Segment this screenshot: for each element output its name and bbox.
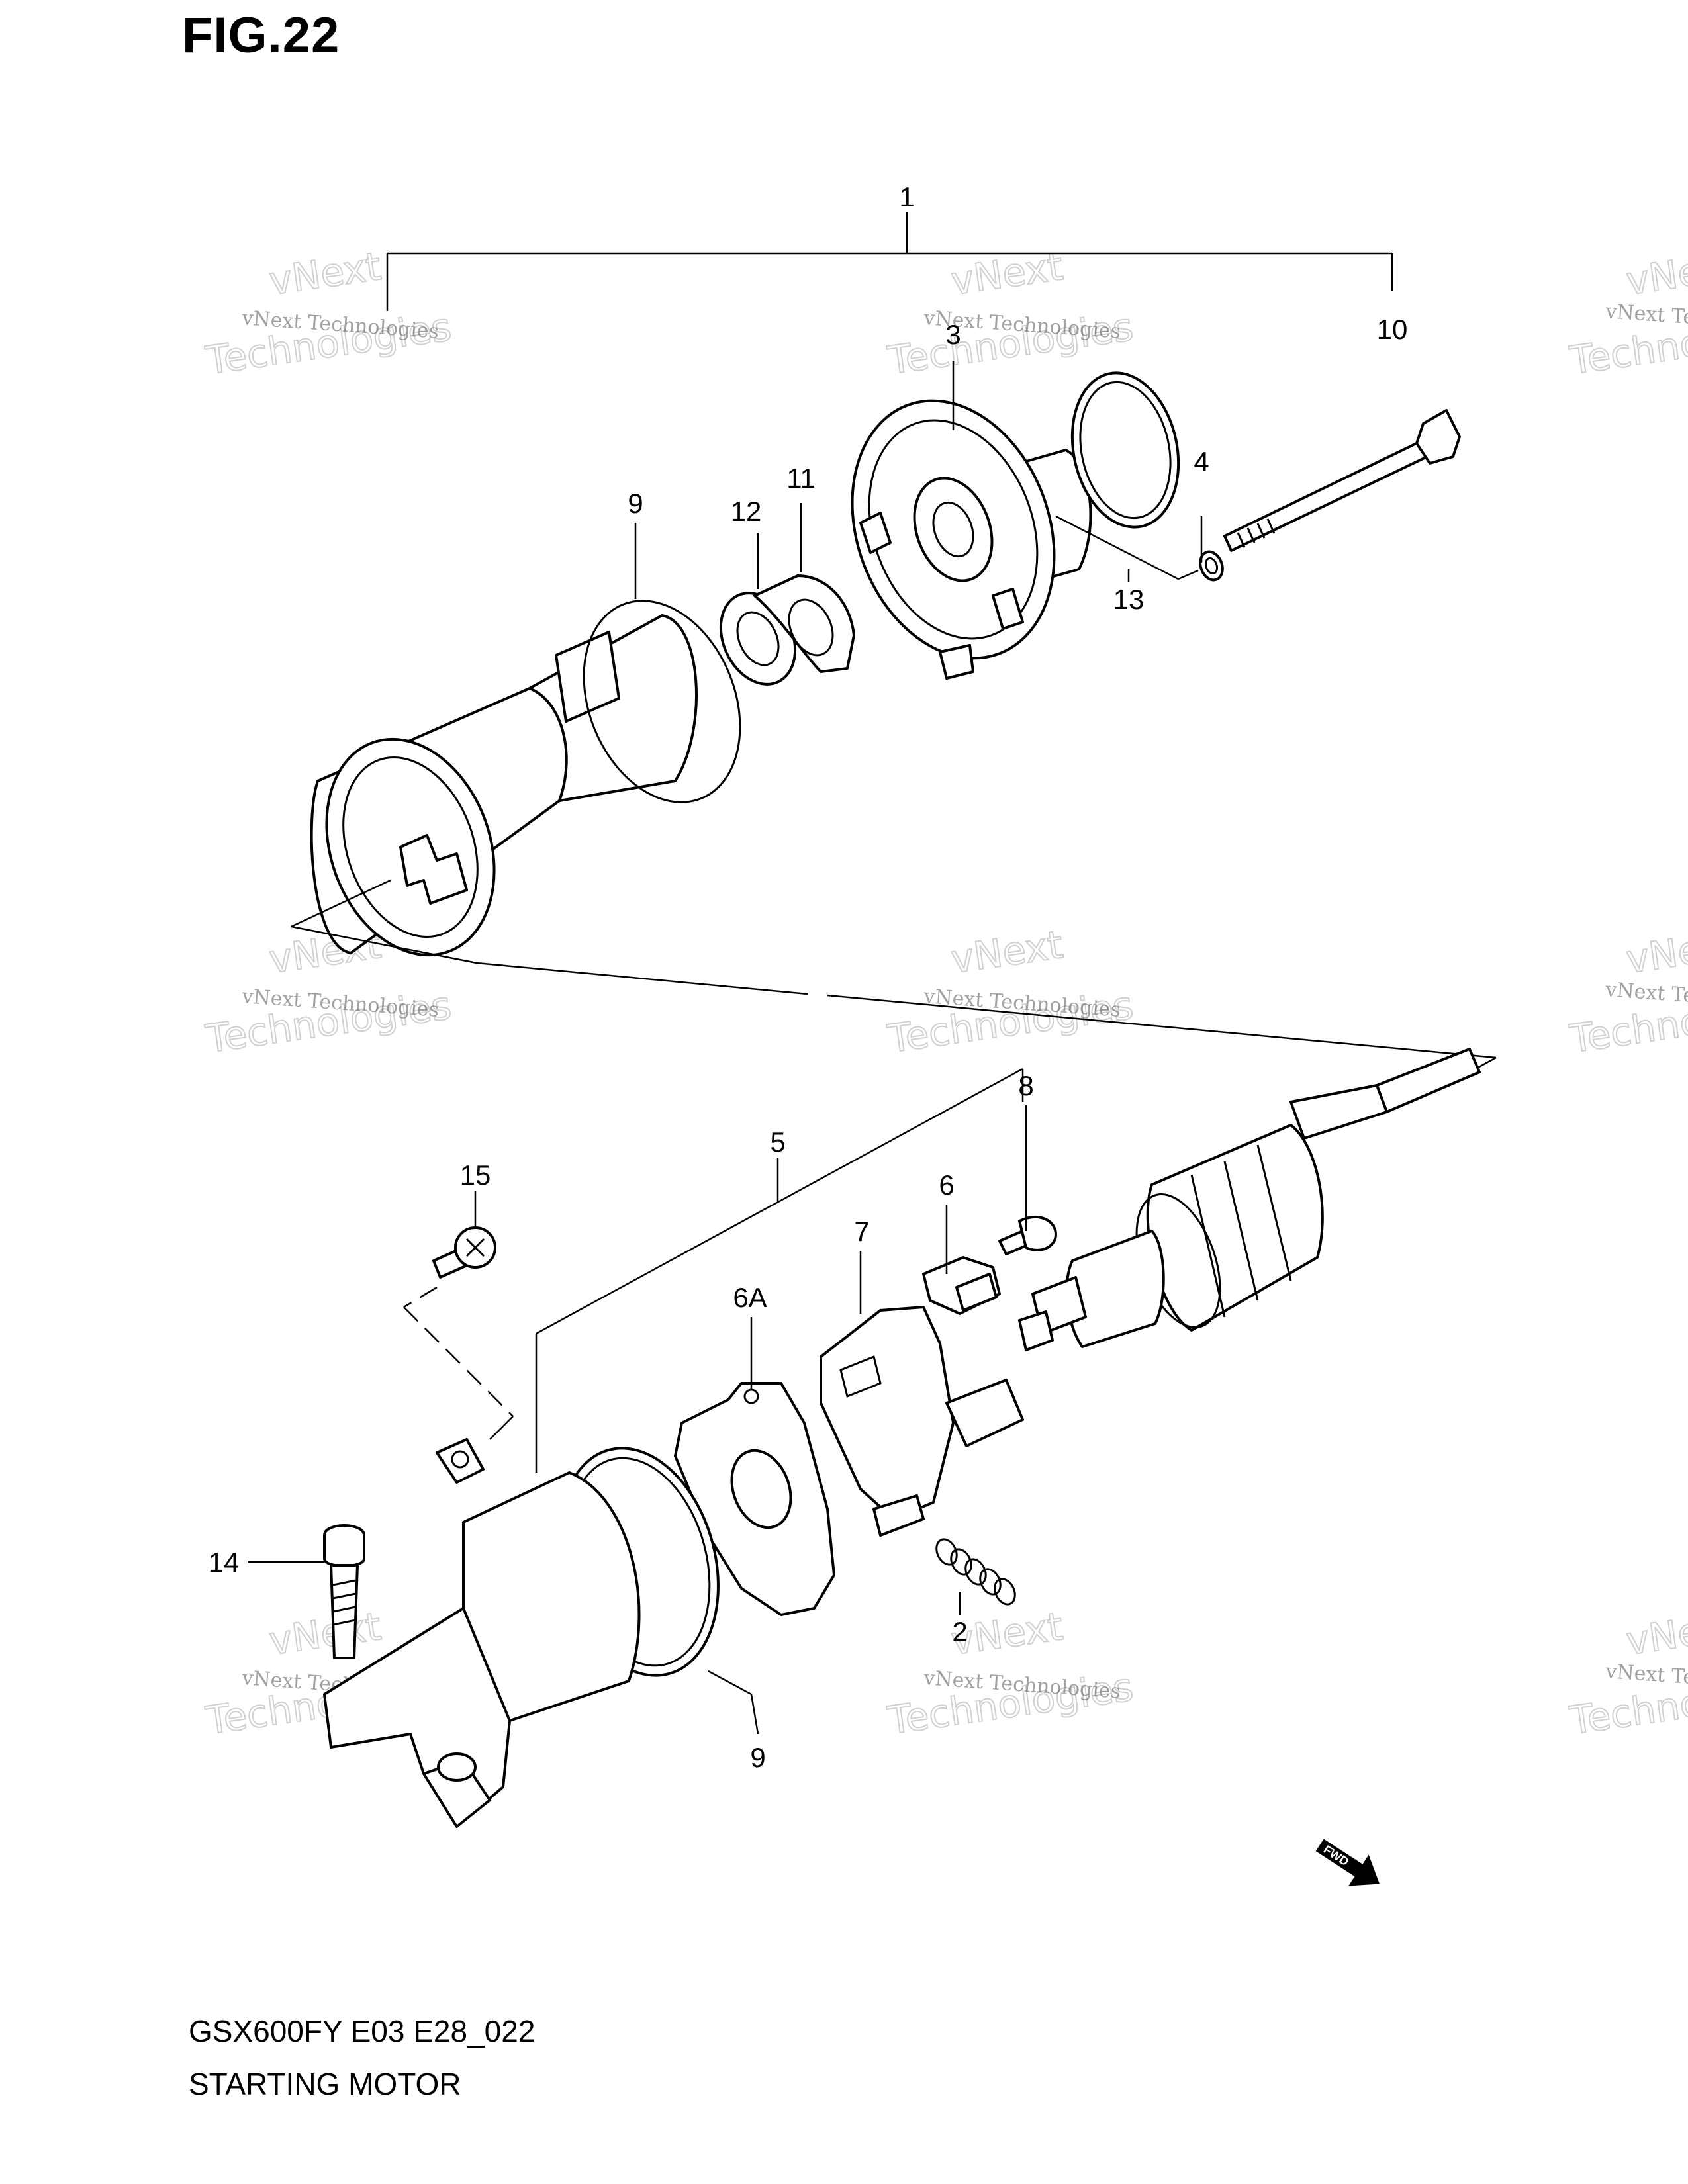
callout-11: 11 — [786, 463, 816, 494]
watermark-logo-text: vNext — [948, 244, 1065, 304]
brush — [922, 1256, 1001, 1315]
diagram-code: GSX600FY E03 E28_022 — [189, 2014, 536, 2048]
watermark-tr: vNext Technologies vNext Technologies — [1566, 243, 1688, 384]
callout-7: 7 — [854, 1216, 869, 1247]
callout-12: 12 — [731, 496, 762, 527]
small-washer — [1199, 550, 1224, 582]
brush-plate-6a — [674, 1382, 835, 1616]
callout-leaders — [248, 361, 1203, 1735]
leader-13 — [1055, 515, 1199, 580]
callout-9-upper: 9 — [628, 488, 643, 519]
callout-8: 8 — [1018, 1070, 1033, 1101]
callout-14: 14 — [209, 1547, 240, 1578]
through-bolt — [1223, 409, 1461, 552]
spring — [935, 1538, 1016, 1606]
watermark-logo-text: vNext — [1623, 244, 1688, 304]
figure-title: FIG.22 — [182, 7, 340, 64]
callout-3: 3 — [945, 319, 961, 350]
watermark-br: vNext Technologies vNext Technologies — [1566, 1603, 1688, 1744]
flange-bolt — [323, 1524, 365, 1659]
assembly-bracket-5 — [535, 1068, 1024, 1473]
yoke-housing — [291, 600, 741, 964]
watermark-logo-text: vNext — [266, 244, 383, 304]
brush-plate — [753, 574, 855, 673]
watermark-mc: vNext Technologies vNext Technologies — [884, 921, 1136, 1062]
end-housing — [851, 399, 1092, 680]
callout-10: 10 — [1377, 314, 1408, 345]
callout-13: 13 — [1113, 584, 1145, 615]
callout-labels: 1 10 3 4 9 12 11 13 8 5 6 7 6A 15 14 2 9 — [209, 181, 1408, 1773]
watermark-logo-text: vNext — [948, 922, 1065, 982]
watermark-tl: vNext Technologies vNext Technologies — [202, 243, 454, 384]
callout-5: 5 — [770, 1126, 785, 1158]
o-ring — [1070, 371, 1180, 529]
brush-holder — [820, 1306, 1024, 1537]
front-housing — [323, 1438, 641, 1828]
armature — [1018, 1048, 1481, 1351]
callout-6: 6 — [939, 1169, 954, 1201]
callout-4: 4 — [1194, 446, 1209, 477]
leader-15 — [403, 1286, 514, 1440]
assembly-bracket-1 — [386, 212, 1393, 311]
screw — [998, 1215, 1057, 1255]
fwd-arrow-icon: FWD — [1315, 1839, 1380, 1886]
watermark-logo-text: vNext — [1623, 1604, 1688, 1664]
watermark-mr: vNext Technologies vNext Technologies — [1566, 921, 1688, 1062]
watermark-logo-text: vNext — [266, 1604, 383, 1664]
watermark-logo-text: vNext — [1623, 922, 1688, 982]
callout-2: 2 — [952, 1616, 967, 1647]
callout-6a: 6A — [733, 1282, 767, 1313]
callout-1: 1 — [899, 181, 914, 212]
phillips-screw — [432, 1226, 496, 1279]
watermark-bc: vNext Technologies vNext Technologies — [884, 1603, 1136, 1744]
diagram-name: STARTING MOTOR — [189, 2067, 461, 2101]
callout-9-lower: 9 — [750, 1742, 765, 1773]
watermark-tc: vNext Technologies vNext Technologies — [884, 243, 1136, 384]
callout-15: 15 — [460, 1160, 491, 1191]
